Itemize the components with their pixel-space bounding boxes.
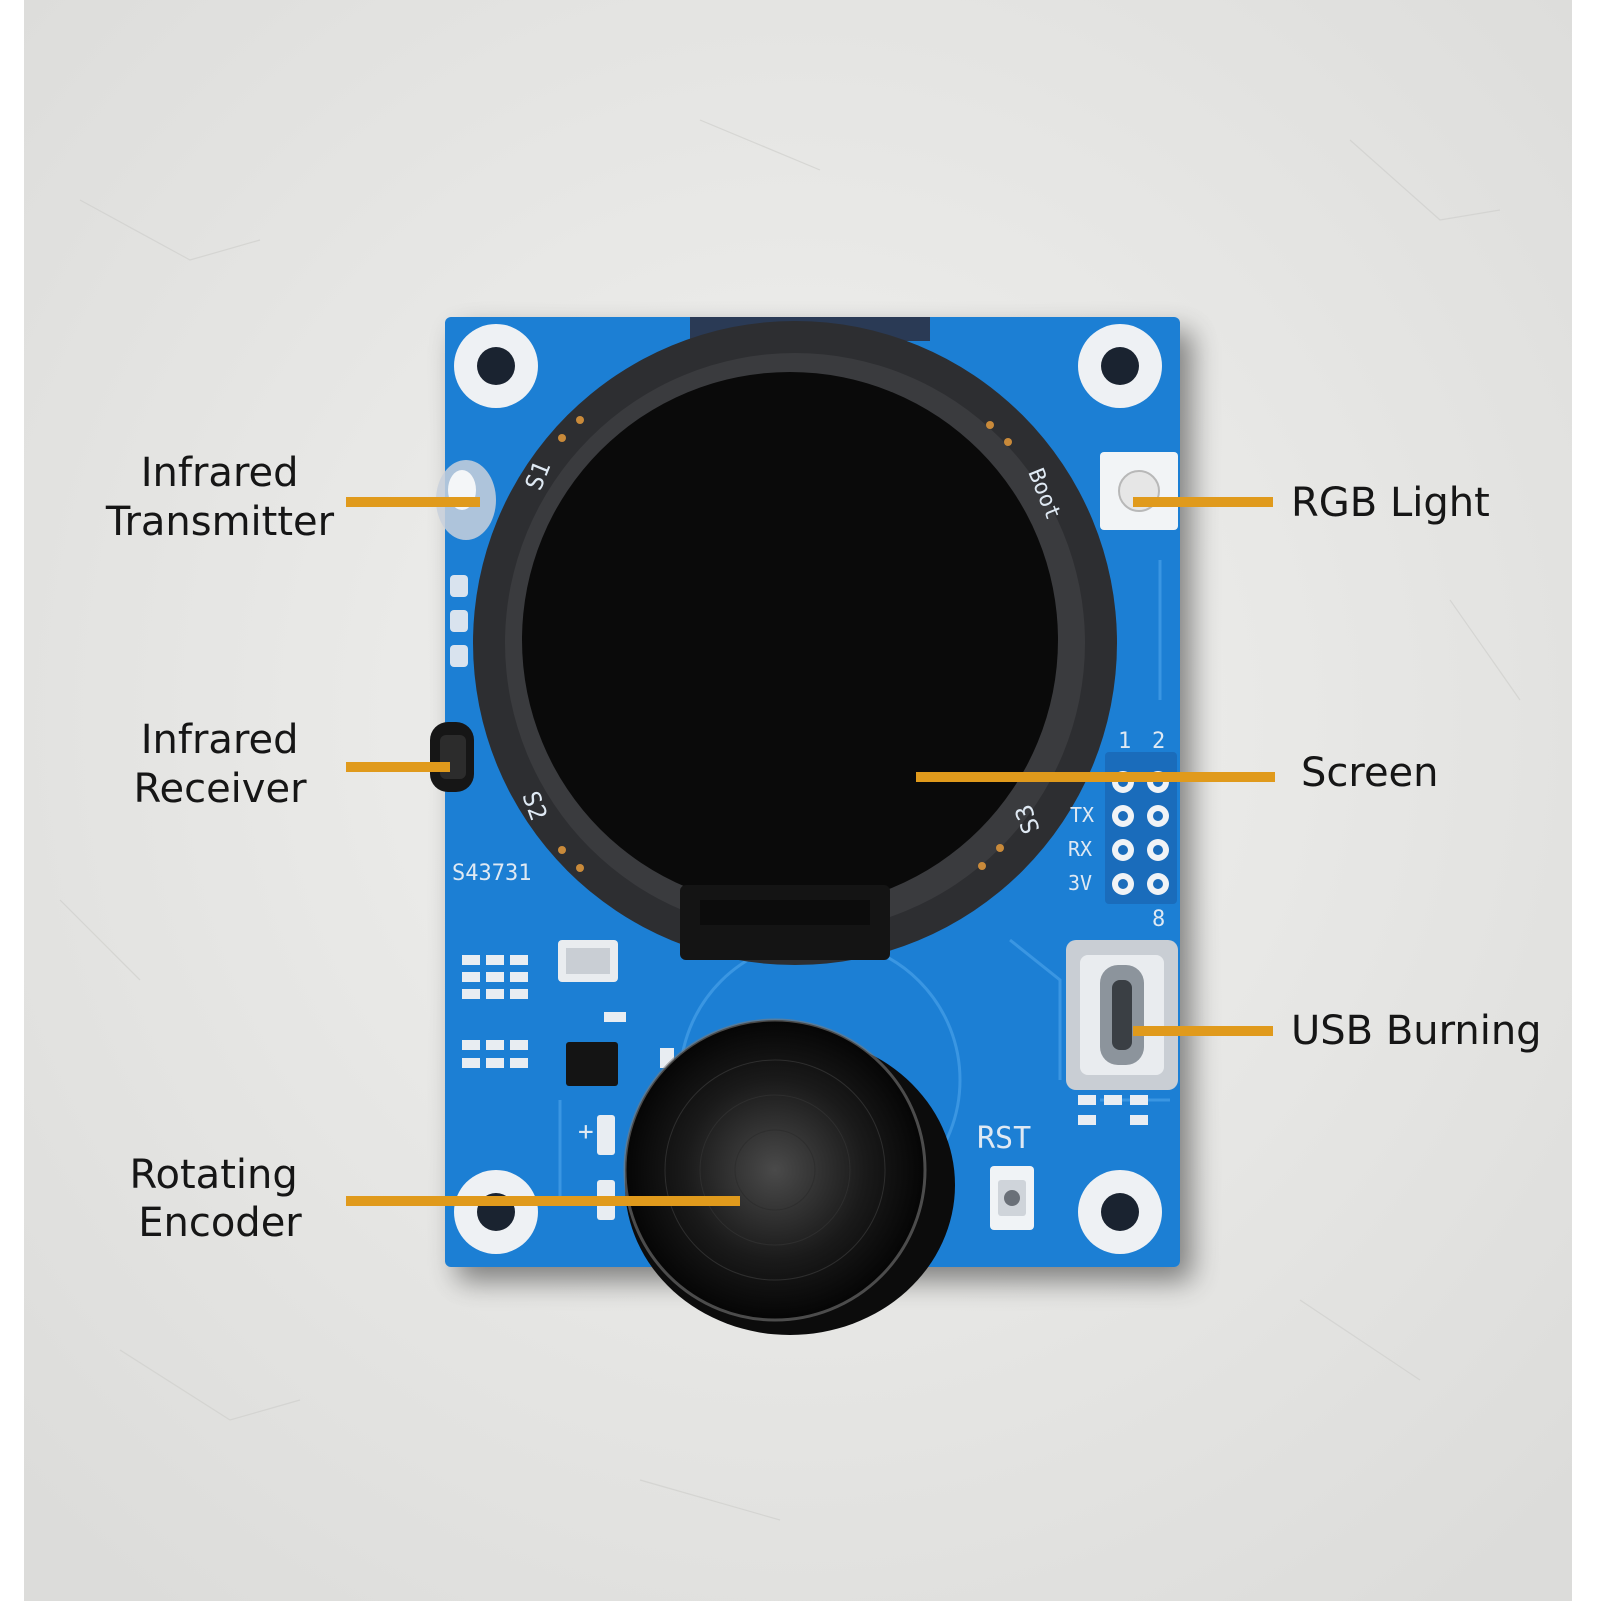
- label-infrared-transmitter: Infrared Transmitter: [105, 450, 335, 545]
- silk-pin-8: 8: [1152, 907, 1165, 932]
- infrared-receiver: [430, 722, 474, 792]
- ic-chip: [566, 1042, 618, 1086]
- screen-bezel-dots: [558, 416, 1012, 872]
- silk-rx: RX: [1068, 837, 1092, 861]
- silk-rst: RST: [977, 1121, 1031, 1156]
- label-screen: Screen: [1301, 750, 1439, 796]
- label-infrared-receiver: Infrared Receiver: [133, 717, 311, 812]
- round-screen: [473, 321, 1117, 965]
- left-header-pads: [450, 575, 468, 667]
- usb-c-port: [1066, 940, 1178, 1090]
- silk-pin-2: 2: [1152, 729, 1165, 754]
- silk-3v: 3V: [1068, 871, 1092, 895]
- mount-hole: [1101, 347, 1139, 385]
- label-usb-burning: USB Burning: [1291, 1008, 1542, 1054]
- rotating-encoder-knob: [623, 1018, 955, 1335]
- mounting-holes: [454, 324, 1162, 1254]
- battery-connector: [558, 940, 618, 982]
- silk-pin-1: 1: [1118, 729, 1131, 754]
- reset-button: [990, 1166, 1034, 1230]
- background-texture: [59, 119, 1521, 1521]
- mount-hole: [477, 347, 515, 385]
- label-rgb-light: RGB Light: [1291, 480, 1490, 526]
- rgb-light: [1100, 452, 1178, 530]
- silk-tx: TX: [1070, 803, 1094, 827]
- smd-components: [462, 955, 1148, 1125]
- mount-hole: [1101, 1193, 1139, 1231]
- silk-part-number: S43731: [452, 861, 531, 886]
- silk-plus: +: [578, 1117, 594, 1147]
- label-rotating-encoder: Rotating Encoder: [130, 1152, 311, 1246]
- leader-lines: [346, 497, 1275, 1206]
